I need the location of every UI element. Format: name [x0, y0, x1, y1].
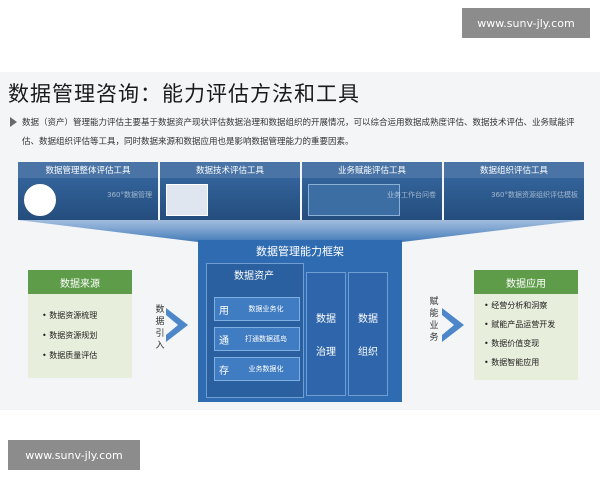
tool-image: 360°数据资源组织评估模板	[444, 178, 584, 220]
list-item: 数据资源梳理	[42, 306, 97, 326]
list-item: 数据价值变现	[484, 334, 555, 353]
asset-row-store: 存 业务数据化	[214, 357, 300, 381]
data-import-label: 数 据 引 入	[154, 304, 166, 352]
asset-key: 存	[219, 365, 229, 377]
tool-image: 业务工作台问卷	[302, 178, 442, 220]
arrow-char: 数	[155, 305, 165, 315]
asset-value: 数据业务化	[248, 305, 284, 313]
arrow-char: 业	[429, 321, 439, 331]
asset-row-use: 用 数据业务化	[214, 297, 300, 321]
arrow-char: 引	[155, 329, 165, 339]
arrow-char: 入	[155, 341, 165, 351]
slide-title: 数据管理咨询：能力评估方法和工具	[8, 82, 360, 106]
data-source-title: 数据来源	[28, 270, 132, 294]
tool-title: 数据技术评估工具	[160, 162, 300, 178]
arrow-char: 赋	[429, 297, 439, 307]
list-item: 数据智能应用	[484, 353, 555, 372]
asset-key: 用	[219, 305, 229, 317]
tool-title: 数据组织评估工具	[444, 162, 584, 178]
list-item: 数据资源规划	[42, 326, 97, 346]
tool-panel: 数据管理整体评估工具 360°数据管理	[18, 162, 158, 220]
data-organization-column: 数据 组织	[348, 272, 388, 396]
data-governance-column: 数据 治理	[306, 272, 346, 396]
arrow-notch	[166, 315, 178, 335]
data-assets-title: 数据资产	[234, 271, 274, 282]
table-thumbnail-icon	[166, 184, 208, 216]
funnel-connector	[18, 220, 584, 242]
watermark-top: www.sunv-jly.com	[462, 8, 590, 38]
data-source-list: 数据资源梳理 数据资源规划 数据质量评估	[42, 306, 97, 366]
asset-value: 业务数据化	[248, 365, 284, 373]
governance-label-1: 数据	[316, 314, 336, 325]
asset-value: 打通数据孤岛	[245, 335, 287, 343]
tools-strip: 数据管理整体评估工具 360°数据管理 数据技术评估工具 业务赋能评估工具 业务…	[18, 162, 584, 220]
bullet-triangle-icon	[10, 117, 17, 127]
data-application-title: 数据应用	[474, 270, 578, 294]
asset-key: 通	[219, 335, 229, 347]
arrow-char: 务	[429, 333, 439, 343]
tool-panel: 数据组织评估工具 360°数据资源组织评估模板	[444, 162, 584, 220]
tool-caption: 360°数据资源组织评估模板	[491, 191, 578, 199]
tool-caption: 360°数据管理	[107, 191, 152, 199]
organization-label-2: 组织	[358, 347, 378, 358]
slide-description: 数据（资产）管理能力评估主要基于数据资产现状评估数据治理和数据组织的开展情况，可…	[22, 118, 575, 147]
organization-label-1: 数据	[358, 314, 378, 325]
dashboard-thumbnail-icon	[308, 184, 400, 216]
list-item: 赋能产品运营开发	[484, 315, 555, 334]
tool-panel: 业务赋能评估工具 业务工作台问卷	[302, 162, 442, 220]
framework-title: 数据管理能力框架	[256, 245, 344, 258]
arrow-char: 能	[429, 309, 439, 319]
governance-label-2: 治理	[316, 347, 336, 358]
tool-image: 360°数据管理	[18, 178, 158, 220]
circle-diagram-icon	[24, 184, 56, 216]
tool-image	[160, 178, 300, 220]
arrow-notch	[442, 315, 454, 335]
data-application-list: 经营分析和洞察 赋能产品运营开发 数据价值变现 数据智能应用	[484, 296, 555, 372]
tool-title: 数据管理整体评估工具	[18, 162, 158, 178]
empower-business-label: 赋 能 业 务	[428, 296, 440, 344]
tool-caption: 业务工作台问卷	[387, 191, 436, 199]
watermark-bottom: www.sunv-jly.com	[8, 440, 140, 470]
arrow-char: 据	[155, 317, 165, 327]
tool-panel: 数据技术评估工具	[160, 162, 300, 220]
list-item: 经营分析和洞察	[484, 296, 555, 315]
asset-row-connect: 通 打通数据孤岛	[214, 327, 300, 351]
tool-title: 业务赋能评估工具	[302, 162, 442, 178]
list-item: 数据质量评估	[42, 346, 97, 366]
